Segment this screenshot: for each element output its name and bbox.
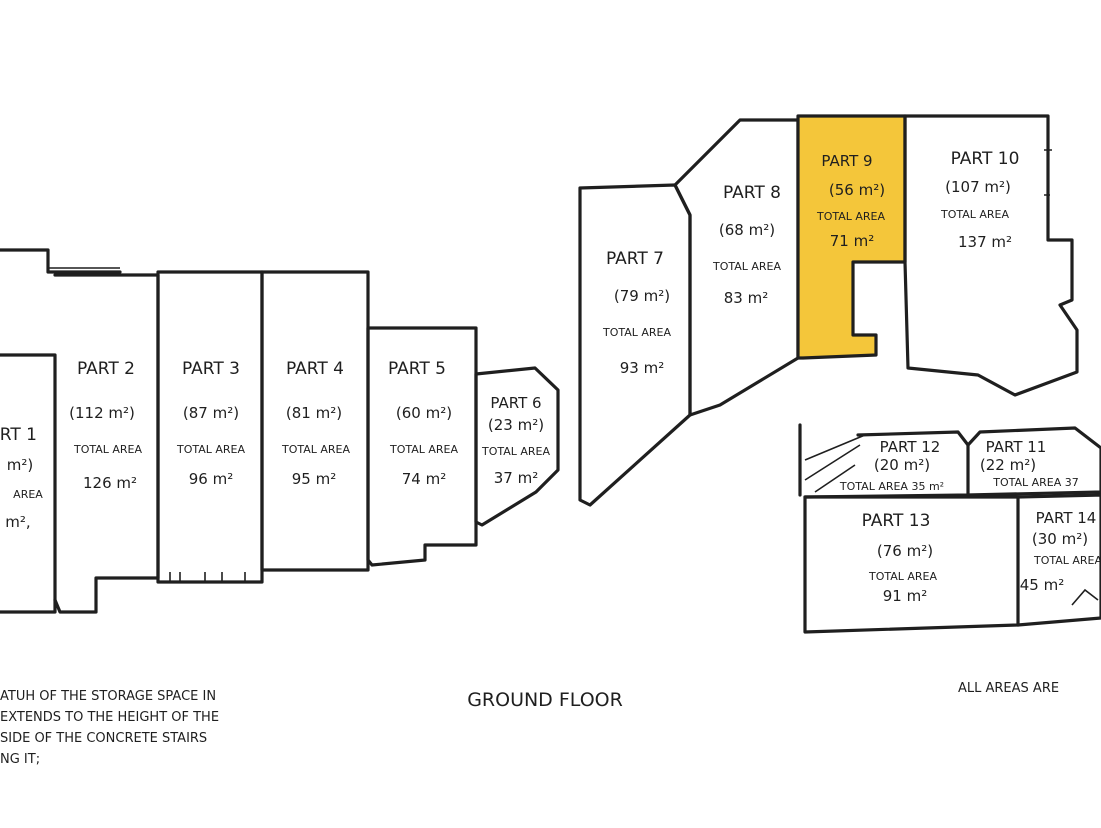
part-3-total: 96 m² [189,470,233,488]
part-7-total-label: TOTAL AREA [602,326,672,339]
part-1-total: m², [5,513,30,531]
part-3-area: (87 m²) [183,404,239,422]
part-10-total-label: TOTAL AREA [940,208,1010,221]
part-11-name: PART 11 [986,438,1047,456]
part-12-name: PART 12 [880,438,941,456]
right-lower-building [798,423,1101,634]
part-4-total-label: TOTAL AREA [281,443,351,456]
part-6-name: PART 6 [490,394,541,412]
part-14-total: 45 m² [1020,576,1064,594]
part-1-name: PART 1 [0,425,37,445]
part-13-total-label: TOTAL AREA [868,570,938,583]
part-11-label: PART 11 (22 m²) TOTAL AREA 37 [980,438,1079,489]
all-areas-note: ALL AREAS ARE [958,681,1059,696]
part-6-total: 37 m² [494,469,538,487]
part-14-total-label: TOTAL AREA [1033,554,1101,567]
part-2-total-label: TOTAL AREA [73,443,143,456]
part-7-label: PART 7 (79 m²) TOTAL AREA 93 m² [602,249,672,377]
part-8-total-label: TOTAL AREA [712,260,782,273]
part-5-name: PART 5 [388,359,446,379]
part-10-area: (107 m²) [945,178,1011,196]
part-4-area: (81 m²) [286,404,342,422]
note-line-3: SIDE OF THE CONCRETE STAIRS [0,731,207,746]
part-9-total-label: TOTAL AREA [816,210,886,223]
part-4-name: PART 4 [286,359,344,379]
part-5-label: PART 5 (60 m²) TOTAL AREA 74 m² [388,359,458,488]
part-13-label: PART 13 (76 m²) TOTAL AREA 91 m² [862,511,938,605]
part-12-area: (20 m²) [874,456,930,474]
floor-title: GROUND FLOOR [467,689,623,711]
part-12-label: PART 12 (20 m²) TOTAL AREA 35 m² [839,438,944,493]
part-2-area: (112 m²) [69,404,135,422]
part-1-total-label: AREA [13,488,43,501]
note-line-1: ATUH OF THE STORAGE SPACE IN [0,689,216,704]
part-11-area: (22 m²) [980,456,1036,474]
note-line-2: EXTENDS TO THE HEIGHT OF THE [0,710,219,725]
part-10-total: 137 m² [958,233,1012,251]
part-3-total-label: TOTAL AREA [176,443,246,456]
part-13-name: PART 13 [862,511,931,531]
part-13-total: 91 m² [883,587,927,605]
part-2-label: PART 2 (112 m²) TOTAL AREA 126 m² [69,359,142,492]
part-6-label: PART 6 (23 m²) TOTAL AREA 37 m² [481,394,551,487]
part-10-label: PART 10 (107 m²) TOTAL AREA 137 m² [940,149,1019,251]
part-5-area: (60 m²) [396,404,452,422]
part-13-area: (76 m²) [877,542,933,560]
part-10-name: PART 10 [951,149,1020,169]
part-6-total-label: TOTAL AREA [481,445,551,458]
part-4-total: 95 m² [292,470,336,488]
part-7-name: PART 7 [606,249,664,269]
part-3-label: PART 3 (87 m²) TOTAL AREA 96 m² [176,359,246,488]
note-line-4: NG IT; [0,752,40,767]
part-9-name: PART 9 [821,152,872,170]
part-8-label: PART 8 (68 m²) TOTAL AREA 83 m² [712,183,782,307]
part-14-area: (30 m²) [1032,530,1088,548]
part-4-label: PART 4 (81 m²) TOTAL AREA 95 m² [281,359,351,488]
part-14-name: PART 14 [1036,509,1097,527]
right-upper-building [578,114,1079,507]
part-3-name: PART 3 [182,359,240,379]
part-9-total: 71 m² [830,232,874,250]
part-8-name: PART 8 [723,183,781,203]
part-8-total: 83 m² [724,289,768,307]
part-2-total: 126 m² [83,474,137,492]
part-11-total-label: TOTAL AREA 37 [992,476,1079,489]
part-2-name: PART 2 [77,359,135,379]
part-12-total-label: TOTAL AREA 35 m² [839,480,944,493]
part-7-area: (79 m²) [614,287,670,305]
part-5-total: 74 m² [402,470,446,488]
part-9-label: PART 9 (56 m²) TOTAL AREA 71 m² [816,152,886,250]
part-8-area: (68 m²) [719,221,775,239]
part-14-label: PART 14 (30 m²) TOTAL AREA 45 m² [1020,509,1101,594]
part-9-area: (56 m²) [829,181,885,199]
part-1-label: PART 1 m²) AREA m², [0,425,43,531]
storage-note: ATUH OF THE STORAGE SPACE IN EXTENDS TO … [0,689,219,767]
part-1-area: m²) [7,456,33,474]
part-6-area: (23 m²) [488,416,544,434]
left-building [0,248,560,614]
part-7-total: 93 m² [620,359,664,377]
part-5-total-label: TOTAL AREA [389,443,459,456]
